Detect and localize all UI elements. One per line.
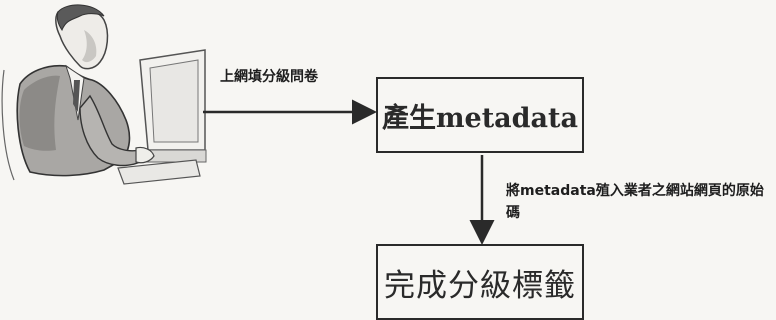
step-upload-label: 上網填分級問卷	[220, 69, 318, 85]
step-embed-label: 將metadata殖入業者之網站網頁的原始碼	[506, 183, 764, 221]
generate-metadata-box: 產生metadata	[376, 77, 584, 153]
generate-metadata-text: 產生metadata	[381, 102, 579, 134]
complete-rating-label-text: 完成分級標籤	[384, 267, 576, 304]
complete-rating-label-box: 完成分級標籤	[376, 244, 584, 320]
person-at-computer-icon	[1, 4, 207, 185]
